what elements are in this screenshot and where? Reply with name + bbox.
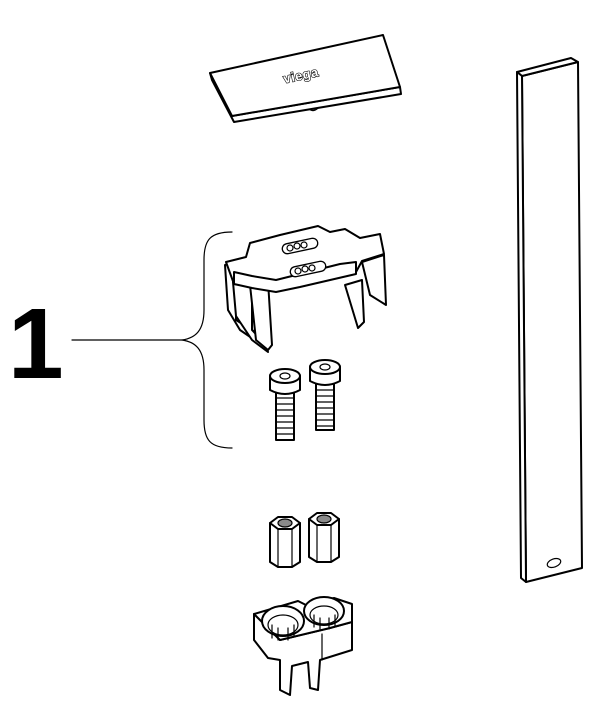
callout-number: 1 [8,288,64,400]
cap-screw-left [269,368,301,441]
bracket-slot-front [289,260,327,278]
cover-plate-top [209,34,401,117]
flat-bar-face [521,61,583,583]
hex-socket-icon [279,372,291,380]
bracket-slot-rear [281,237,319,255]
mounting-bracket [224,225,387,353]
double-socket-holder [253,596,353,696]
socket-left [261,605,305,637]
flat-bar-side [516,71,527,583]
screw-head-top [269,368,301,384]
hex-socket-icon [319,363,331,371]
cap-screw-right [309,359,341,431]
callout-brace [181,231,233,449]
socket-right [303,596,345,626]
hex-nut-right [308,512,340,563]
cap-screws [269,359,341,441]
hex-nut-left [269,516,301,568]
flat-bar [516,57,583,583]
nut-bore [277,518,293,528]
screw-head-top [309,359,341,375]
bracket-right-leg [344,279,365,329]
flat-bar-hole [546,557,562,569]
hex-spacer-nuts [269,512,340,568]
cover-plate: viega [209,34,402,123]
nut-bore [316,514,332,524]
bracket-right-wing [361,254,387,306]
